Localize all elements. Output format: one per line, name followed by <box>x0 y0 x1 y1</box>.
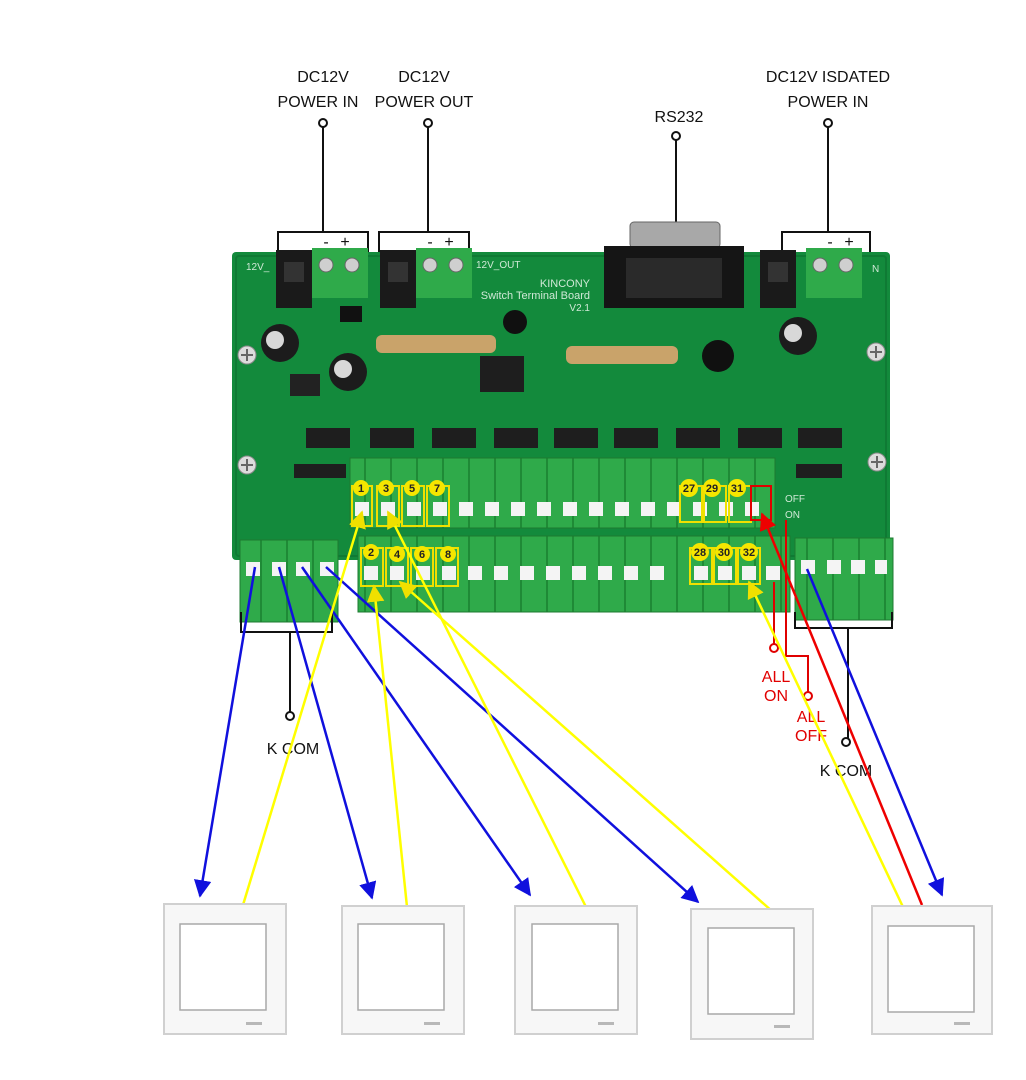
all-wire <box>759 512 924 906</box>
svg-text:2: 2 <box>368 547 374 559</box>
board-name-label: Switch Terminal Board <box>481 290 590 302</box>
svg-text:7: 7 <box>434 483 440 495</box>
svg-text:DC12V ISDATED: DC12V ISDATED <box>766 69 890 86</box>
kcom-right-label: K COM <box>820 763 872 780</box>
svg-text:1: 1 <box>358 483 364 495</box>
svg-text:DC12V: DC12V <box>398 69 450 86</box>
svg-text:29: 29 <box>706 483 718 495</box>
terminal-badge: 8 <box>440 546 456 562</box>
kcom-wire <box>805 568 945 897</box>
terminal-badge: 30 <box>715 543 733 561</box>
screw-icon <box>866 342 886 362</box>
terminal-badges-bottom: 2 4 6 8 28 30 32 <box>363 543 758 562</box>
svg-text:POWER IN: POWER IN <box>278 94 359 111</box>
kcom-wire <box>277 566 377 900</box>
terminal-badge: 32 <box>740 543 758 561</box>
svg-text:DC12V: DC12V <box>297 69 349 86</box>
wall-switch[interactable] <box>163 903 287 1035</box>
terminal-badge: 6 <box>414 546 430 562</box>
svg-text:POWER OUT: POWER OUT <box>375 94 474 111</box>
svg-text:8: 8 <box>445 549 451 561</box>
kcom-wire <box>325 566 700 904</box>
svg-text:POWER IN: POWER IN <box>788 94 869 111</box>
svg-text:-: - <box>323 234 328 251</box>
board-version-label: V2.1 <box>569 303 590 314</box>
terminal-badge: 27 <box>680 479 698 497</box>
signal-wires <box>241 510 905 913</box>
wall-switch[interactable] <box>871 905 993 1035</box>
svg-text:N: N <box>872 264 879 275</box>
svg-text:+: + <box>340 234 349 251</box>
svg-text:OFF: OFF <box>785 494 805 505</box>
screw-icon <box>237 455 257 475</box>
svg-text:6: 6 <box>419 549 425 561</box>
pcb-components <box>261 306 842 478</box>
terminal-badge: 4 <box>389 546 405 562</box>
svg-text:+: + <box>444 234 453 251</box>
terminal-badge: 31 <box>728 479 746 497</box>
kcom-left-bracket <box>240 612 333 721</box>
svg-text:4: 4 <box>394 549 401 561</box>
wall-switch[interactable] <box>514 905 638 1035</box>
rs232-label: RS232 <box>655 109 704 126</box>
k-com-wires <box>193 566 945 904</box>
svg-text:+: + <box>844 234 853 251</box>
signal-wire <box>386 510 588 908</box>
svg-text:12V_: 12V_ <box>246 262 270 273</box>
svg-text:32: 32 <box>743 547 755 559</box>
terminal-badge: 1 <box>353 480 369 496</box>
screw-icon <box>867 452 887 472</box>
power-out-label: DC12V POWER OUT <box>375 69 474 111</box>
kcom-wire <box>193 566 257 898</box>
svg-text:5: 5 <box>409 483 415 495</box>
signal-wire <box>398 580 774 913</box>
terminal-badge: 2 <box>363 544 379 560</box>
svg-text:-: - <box>827 234 832 251</box>
wall-switch[interactable] <box>690 908 814 1040</box>
terminal-badge: 28 <box>691 543 709 561</box>
svg-text:-: - <box>427 234 432 251</box>
kcom-left-label: K COM <box>267 741 319 758</box>
svg-text:31: 31 <box>731 483 743 495</box>
all-on-label-2: ON <box>764 688 788 705</box>
svg-text:ON: ON <box>785 510 800 521</box>
terminal-block-right <box>794 537 894 621</box>
signal-wire <box>747 580 905 908</box>
screw-icon <box>237 345 257 365</box>
label-leaders <box>277 118 871 262</box>
signal-wire <box>366 584 409 908</box>
rs232-connector <box>604 221 744 308</box>
signal-wire <box>241 510 366 906</box>
all-off-lead <box>785 520 813 701</box>
svg-text:3: 3 <box>383 483 389 495</box>
terminal-badge: 3 <box>378 480 394 496</box>
wall-switch[interactable] <box>341 905 465 1035</box>
kcom-wire <box>300 566 532 897</box>
power-in-label: DC12V POWER IN <box>278 69 359 111</box>
terminal-block-left <box>239 539 339 623</box>
svg-text:30: 30 <box>718 547 730 559</box>
terminal-badges-top: 1 3 5 7 27 29 31 <box>353 479 746 497</box>
terminal-badge: 7 <box>429 480 445 496</box>
power-in-connector: - + <box>276 234 368 308</box>
terminal-badge: 5 <box>404 480 420 496</box>
kcom-right-bracket <box>794 612 893 747</box>
terminal-badge: 29 <box>703 479 721 497</box>
power-out-connector: - + <box>380 234 472 308</box>
all-on-label: ALL <box>762 669 791 686</box>
svg-text:28: 28 <box>694 547 706 559</box>
svg-text:12V_OUT: 12V_OUT <box>476 260 520 271</box>
all-off-label: ALL <box>797 709 826 726</box>
isolated-power-in-connector: - + <box>760 234 862 308</box>
svg-text:27: 27 <box>683 483 695 495</box>
isolated-power-in-label: DC12V ISDATED POWER IN <box>766 69 890 111</box>
brand-label: KINCONY <box>540 278 591 290</box>
